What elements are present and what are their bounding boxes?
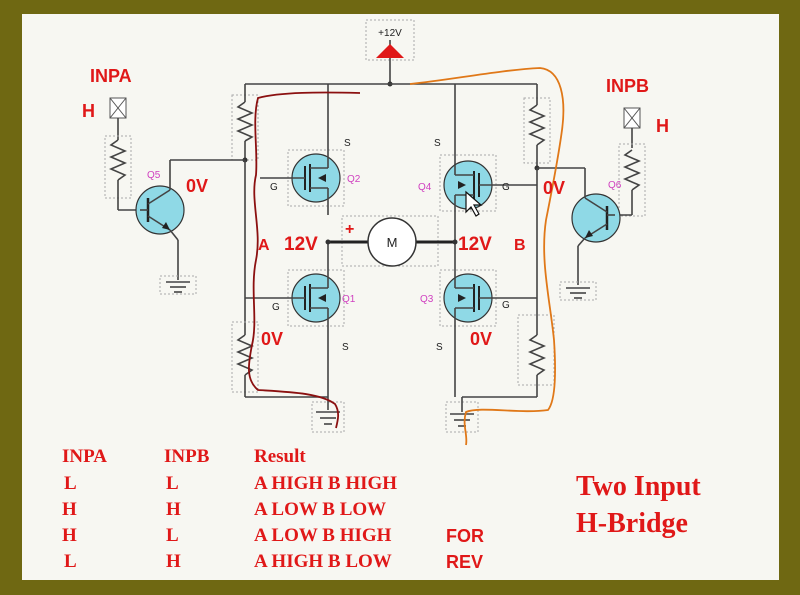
- ground-left-icon: [311, 397, 345, 433]
- table-row-3-a: H: [62, 525, 77, 546]
- q3-gate-label: G: [502, 300, 510, 311]
- table-row-3-result: A LOW B HIGH: [254, 525, 392, 546]
- q1-gate-label: G: [272, 302, 280, 313]
- truth-table: INPA INPB Result L L A HIGH B HIGH H H A…: [62, 446, 484, 572]
- supply-12v: +12V: [365, 19, 415, 87]
- title-line-1: Two Input: [576, 471, 701, 502]
- input-a-level: H: [82, 101, 95, 121]
- motor-symbol: M: [387, 235, 398, 250]
- q4-source-label: S: [434, 138, 441, 149]
- q3-label: Q3: [420, 294, 434, 305]
- input-a-name: INPA: [90, 66, 132, 86]
- q2-label: Q2: [347, 174, 361, 185]
- ground-right-icon: [445, 397, 479, 433]
- right-current-path-annotation: [409, 67, 565, 446]
- table-row-2-result: A LOW B LOW: [254, 499, 386, 520]
- q1-label: Q1: [342, 294, 356, 305]
- supply-arrow-icon: [376, 44, 404, 58]
- node-a-label: A: [258, 237, 270, 254]
- q6-transistor: [571, 193, 621, 243]
- input-b-level: H: [656, 116, 669, 136]
- q1-gate-voltage: 0V: [261, 329, 283, 349]
- table-row-1-result: A HIGH B HIGH: [254, 473, 397, 494]
- motor-icon: [367, 217, 417, 267]
- diagram-panel: [22, 14, 779, 580]
- table-header-inpb: INPB: [164, 446, 210, 467]
- q3-gate-voltage: 0V: [470, 329, 492, 349]
- q1-source-label: S: [342, 342, 349, 353]
- table-row-4-a: L: [64, 551, 77, 572]
- table-row-4-result: A HIGH B LOW: [254, 551, 392, 572]
- q6-output-voltage: 0V: [543, 178, 565, 198]
- motor: M +: [325, 215, 458, 267]
- table-header-result: Result: [254, 446, 306, 467]
- table-row-3-note: FOR: [446, 526, 484, 546]
- q2-gate-label: G: [270, 182, 278, 193]
- supply-label: +12V: [378, 28, 402, 39]
- q4-gate-label: G: [502, 182, 510, 193]
- mosfet-q4: Q4 G S: [418, 84, 537, 242]
- q6-label: Q6: [608, 180, 622, 191]
- table-row-4-b: H: [166, 551, 181, 572]
- right-pullup-resistor: [523, 84, 551, 171]
- table-row-1-b: L: [166, 473, 179, 494]
- input-b-circuit: Q6: [537, 107, 646, 301]
- motor-plus: +: [345, 221, 354, 238]
- table-row-2-a: H: [62, 499, 77, 520]
- mosfet-q1: Q1 G S: [245, 242, 356, 397]
- table-row-3-b: L: [166, 525, 179, 546]
- q5-output-voltage: 0V: [186, 176, 208, 196]
- title-line-2: H-Bridge: [576, 508, 688, 539]
- input-b-name: INPB: [606, 76, 649, 96]
- q5-label: Q5: [147, 170, 161, 181]
- right-pulldown-resistor: [517, 305, 555, 397]
- left-pullup-resistor: [231, 84, 259, 163]
- table-row-2-b: H: [166, 499, 181, 520]
- mosfet-q2: Q2 G S: [260, 84, 361, 215]
- input-a-circuit: Q5: [104, 97, 245, 295]
- q2-source-label: S: [344, 138, 351, 149]
- table-row-1-a: L: [64, 473, 77, 494]
- left-current-path-annotation: [248, 91, 361, 429]
- mosfet-q3: Q3 G S: [420, 242, 537, 397]
- q3-source-label: S: [436, 342, 443, 353]
- q4-label: Q4: [418, 182, 432, 193]
- node-a-voltage: 12V: [284, 234, 318, 255]
- node-b-label: B: [514, 237, 526, 254]
- table-row-4-note: REV: [446, 552, 483, 572]
- table-header-inpa: INPA: [62, 446, 107, 467]
- node-b-voltage: 12V: [458, 234, 492, 255]
- mouse-cursor-icon: [465, 190, 483, 217]
